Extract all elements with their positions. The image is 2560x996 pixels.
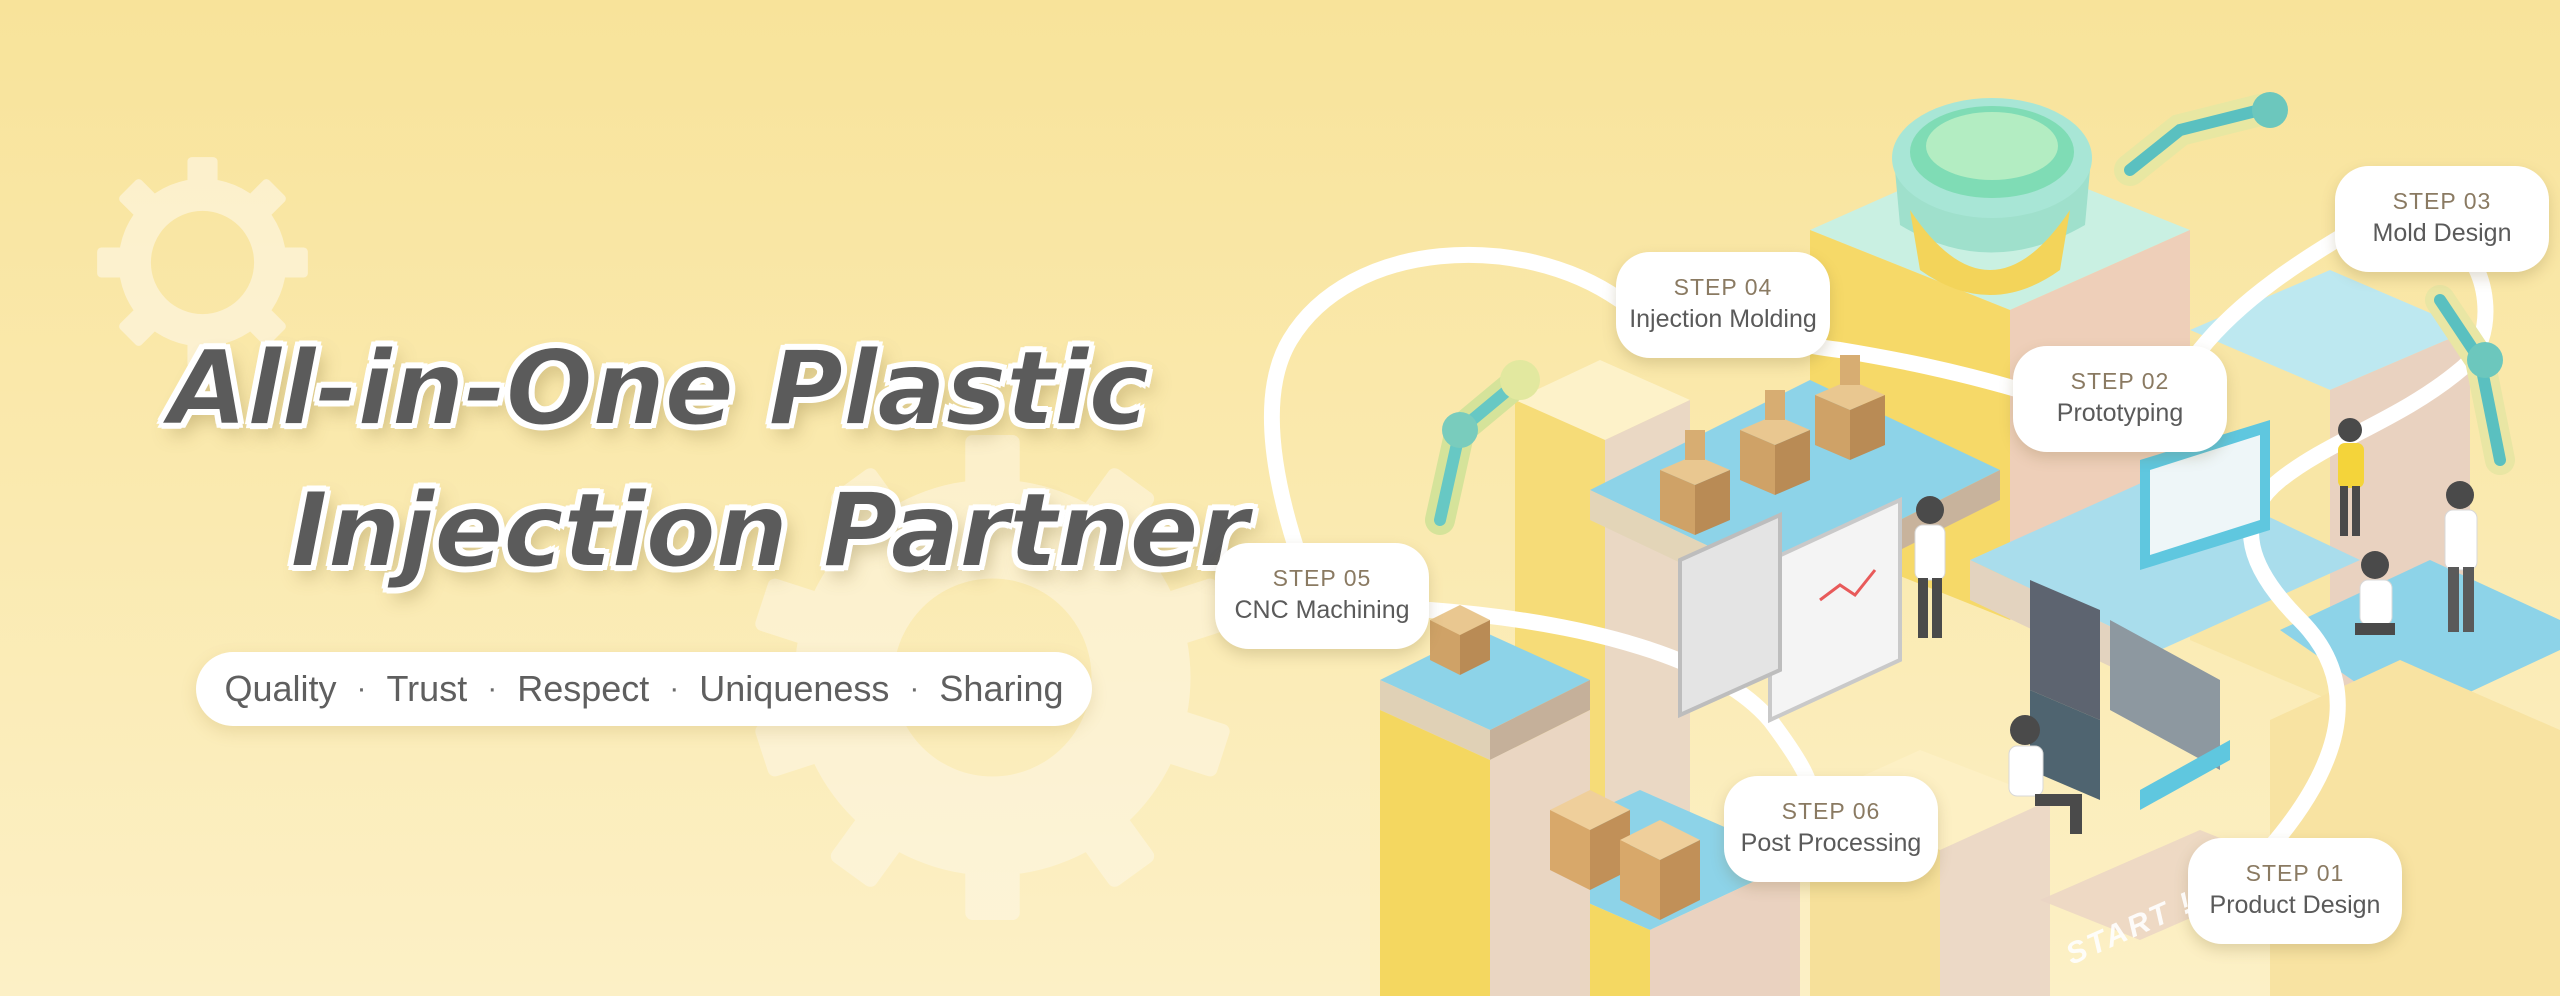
separator-dot: · [356,672,367,705]
step-label: Prototyping [2056,399,2184,428]
step-label: Mold Design [2372,219,2512,248]
step-label: Product Design [2209,891,2381,920]
step-label: CNC Machining [1234,596,1410,625]
value-respect: Respect [517,668,650,709]
step-number: STEP 02 [2070,368,2170,395]
separator-dot: · [909,672,920,705]
step-01-callout: STEP 01 Product Design [2188,838,2402,944]
value-quality: Quality [224,668,337,709]
separator-dot: · [487,672,498,705]
step-04-callout: STEP 04 Injection Molding [1616,252,1830,358]
headline-line-2: Injection Partner [289,471,1250,591]
gear-icon [755,434,1230,921]
step-03-callout: STEP 03 Mold Design [2335,166,2549,272]
robot-arms [1425,92,2515,535]
value-sharing: Sharing [939,668,1064,709]
step-05-callout: STEP 05 CNC Machining [1215,543,1429,649]
molded-parts [1430,355,1885,920]
value-uniqueness: Uniqueness [699,668,890,709]
separator-dot: · [669,672,680,705]
headline-line-1: All-in-One Plastic [167,329,1150,449]
workers [1914,418,2478,834]
step-label: Injection Molding [1629,305,1817,334]
step-02-callout: STEP 02 Prototyping [2013,346,2227,452]
value-trust: Trust [386,668,468,709]
step-number: STEP 03 [2392,188,2492,215]
step-label: Post Processing [1740,829,1922,858]
values-pill: Quality · Trust · Respect · Uniqueness ·… [196,652,1092,726]
monitors [1678,420,2270,810]
step-number: STEP 01 [2245,860,2345,887]
step-number: STEP 05 [1272,565,1372,592]
step-number: STEP 04 [1673,274,1773,301]
step-06-callout: STEP 06 Post Processing [1724,776,1938,882]
gear-icon [97,157,308,368]
hopper [1892,98,2092,295]
step-number: STEP 06 [1781,798,1881,825]
